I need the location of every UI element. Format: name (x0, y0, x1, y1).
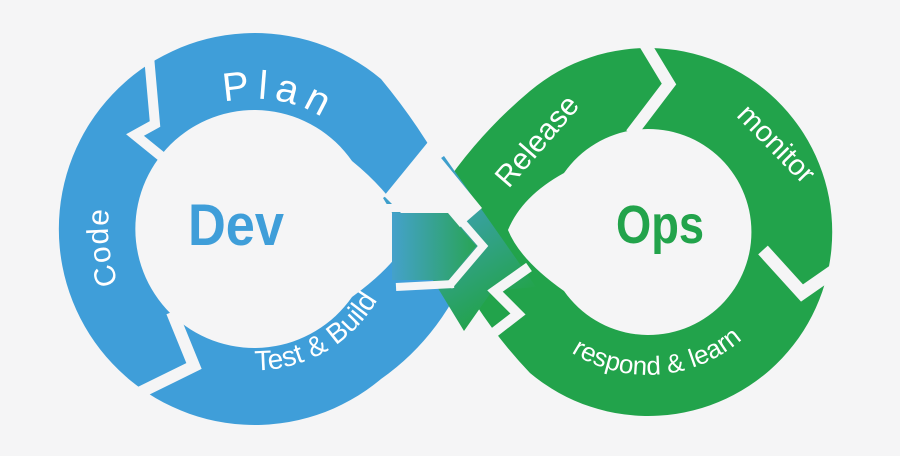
band-gap-monitor-respond (758, 245, 862, 302)
dev-loop-band (58, 32, 477, 425)
arrowhead-gap-bottom (395, 280, 455, 291)
band-gap-crossover (474, 262, 532, 349)
ops-loop-band (428, 48, 833, 417)
label-dev: Dev (188, 193, 284, 258)
band-gap-code-testbuild (134, 309, 202, 400)
band-gap-plan-code (126, 55, 192, 182)
band-gap-release-monitor (626, 32, 677, 138)
label-ops: Ops (616, 195, 704, 255)
arrowhead-gap-point (445, 204, 489, 289)
crossover-arrowhead (392, 213, 476, 280)
